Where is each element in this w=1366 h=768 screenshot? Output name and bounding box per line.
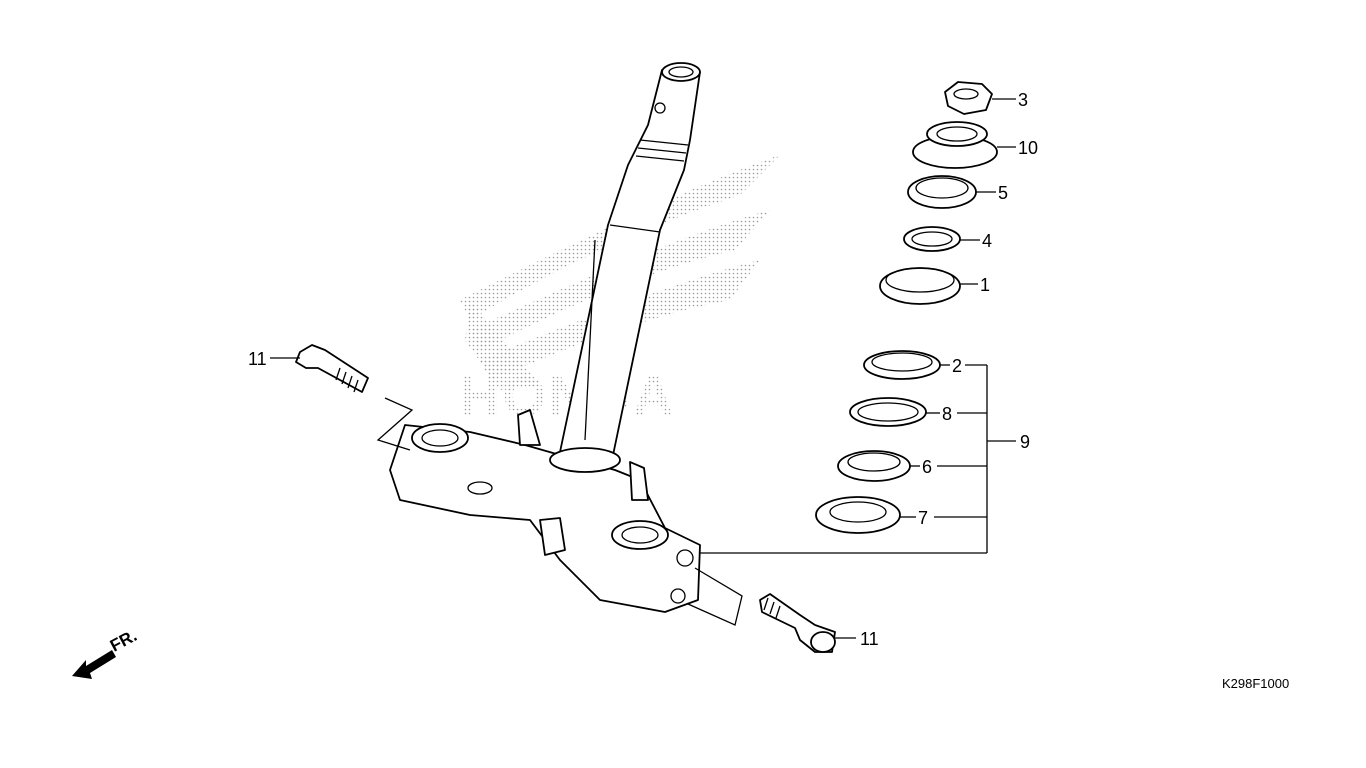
bolt-11-left [295,344,369,393]
callout-3: 3 [1018,90,1028,110]
bolt-11-left-guide [376,397,414,451]
bolt-11-right-guide [687,567,743,626]
callout-9: 9 [1020,432,1030,452]
callout-6: 6 [922,457,932,477]
lower-ball-bearing [849,397,927,427]
bolt-11-right [759,593,836,653]
dust-seal [815,496,901,534]
lower-inner-race [837,450,911,482]
callout-4: 4 [982,231,992,251]
stem-nut [944,81,993,115]
callout-8: 8 [942,404,952,424]
callout-2: 2 [952,356,962,376]
front-arrow-icon [72,650,116,679]
diagram-code: K298F1000 [1222,676,1289,691]
upper-inner-race [907,175,977,209]
leader-lines [270,98,1016,639]
lower-triple-clamp [389,409,701,613]
callout-11-right: 11 [860,629,879,649]
callout-5: 5 [998,183,1008,203]
adjusting-nut [912,121,998,169]
upper-ball-bearing [903,226,961,252]
lower-outer-race [863,350,941,380]
upper-outer-race [879,267,961,305]
callout-7: 7 [918,508,928,528]
callout-11-left: 11 [248,349,267,369]
callout-10: 10 [1018,138,1038,158]
callout-1: 1 [980,275,990,295]
